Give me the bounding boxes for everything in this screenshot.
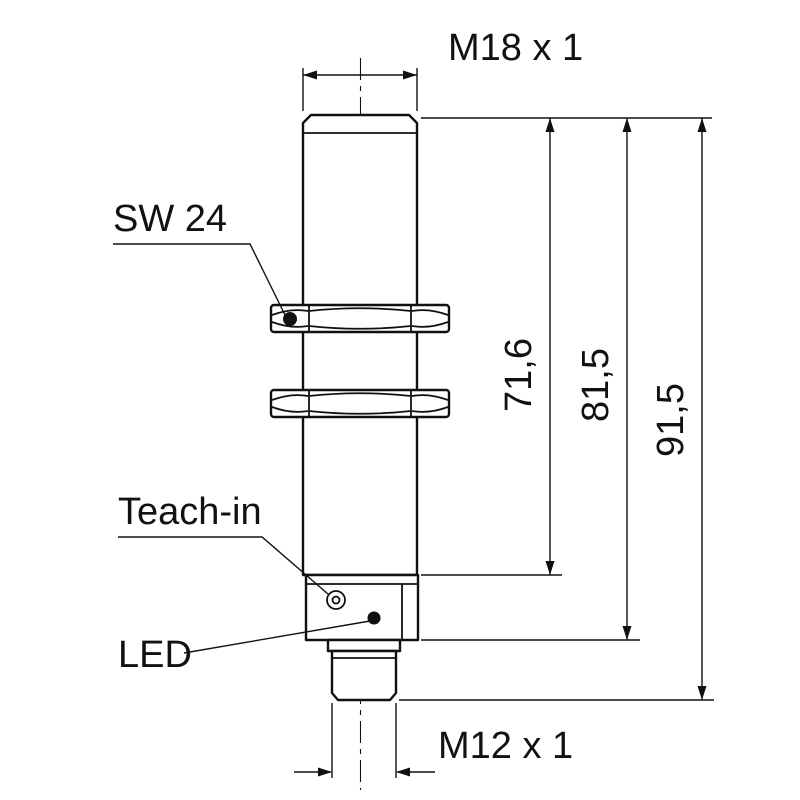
wrench-size-callout: SW 24 [113, 198, 297, 326]
hex-nut-body [269, 303, 451, 334]
led-indicator-dot [367, 611, 381, 625]
arrowhead-up [622, 118, 632, 132]
dimension-91-5: 91,5 [650, 118, 707, 700]
right-dimensions: 71,6 81,5 91,5 [399, 117, 714, 701]
leader-line [118, 536, 329, 595]
teach-button-inner [331, 595, 341, 605]
bottom-dimension: M12 x 1 [294, 703, 573, 778]
teach-button-outer [326, 590, 346, 610]
connector-flange [326, 638, 402, 653]
teach-in-label: Teach-in [118, 491, 262, 533]
leader-dot [283, 312, 297, 326]
led-label: LED [118, 634, 192, 676]
arrowhead-left [303, 70, 317, 80]
leader-line [183, 620, 371, 654]
nut-chamfer-arcs [271, 392, 449, 415]
sensor-housing [304, 573, 420, 642]
dimension-71-6: 71,6 [498, 118, 555, 575]
leader-line [113, 243, 286, 316]
dimension-81-5: 81,5 [575, 118, 632, 640]
connector-plug [330, 649, 398, 702]
barrel-outline [301, 113, 419, 577]
top-thread-label: M18 x 1 [448, 27, 583, 69]
arrowhead-up [545, 118, 555, 132]
m12-connector [326, 638, 402, 702]
top-dimension: M18 x 1 [302, 27, 583, 111]
dim-value-housing: 81,5 [575, 348, 617, 422]
teach-in-callout: Teach-in [118, 491, 329, 595]
arrowhead-down [697, 686, 707, 700]
hex-nut-body [269, 388, 451, 419]
hex-nut-upper [269, 303, 451, 334]
arrowhead-up [697, 118, 707, 132]
arrowhead-down [545, 561, 555, 575]
dim-value-total: 91,5 [650, 383, 692, 457]
arrowhead-left [396, 767, 410, 777]
led-callout: LED [118, 620, 371, 676]
dim-value-barrel: 71,6 [498, 338, 540, 412]
arrowhead-right [403, 70, 417, 80]
arrowhead-down [622, 626, 632, 640]
bottom-thread-label: M12 x 1 [438, 725, 573, 767]
hex-nut-lower [269, 388, 451, 419]
arrowhead-right [318, 767, 332, 777]
wrench-size-label: SW 24 [113, 198, 227, 240]
nut-chamfer-arcs [271, 307, 449, 330]
sensor-barrel [301, 113, 419, 577]
